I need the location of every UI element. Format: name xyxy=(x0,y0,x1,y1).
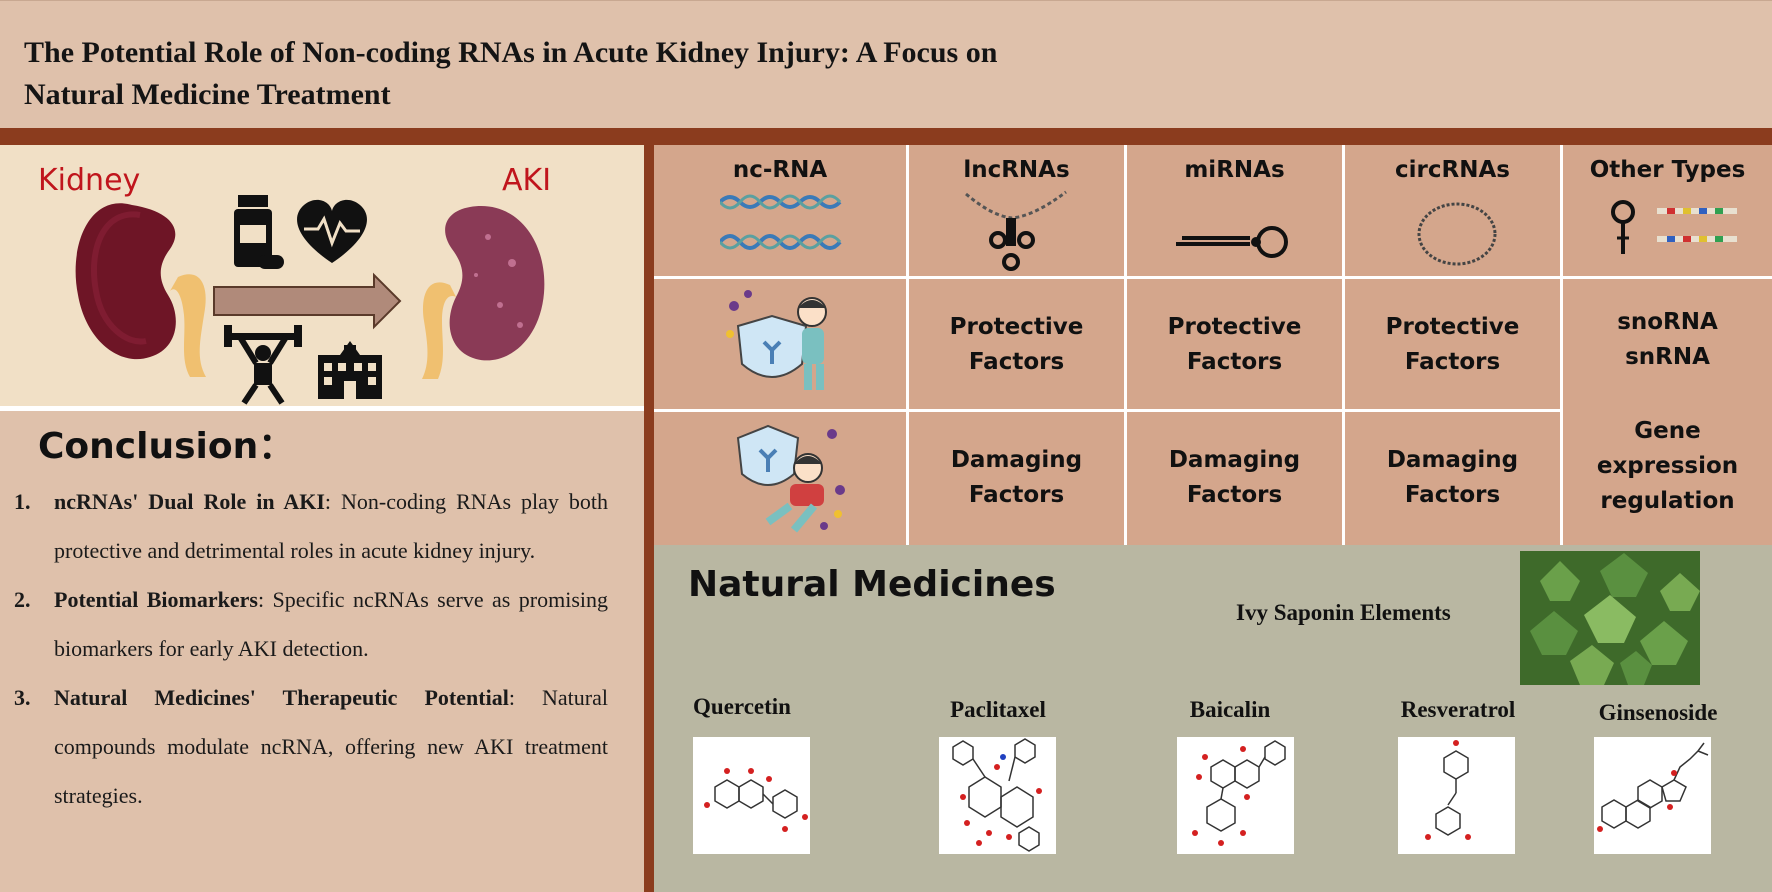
double-helix-icon xyxy=(720,194,842,250)
title-bar xyxy=(0,0,1772,128)
kidney-illustration xyxy=(75,195,545,405)
gene-line-3: regulation xyxy=(1600,488,1735,514)
damaging-line-2: Factors xyxy=(968,482,1065,508)
conclusion-item-rest: : Non-coding RNAs play both protective a… xyxy=(54,489,608,563)
conclusion-item-rest: : Natural compounds modulate ncRNA, offe… xyxy=(54,685,608,808)
conclusion-item: 3. Natural Medicines' Therapeutic Potent… xyxy=(14,673,608,820)
conclusion-item-number: 1. xyxy=(14,489,31,514)
paclitaxel-structure xyxy=(939,737,1056,854)
ivy-leaves-image xyxy=(1520,551,1700,685)
snrna-label: snRNA xyxy=(1625,344,1710,370)
lncrna-structure-icon xyxy=(965,190,1067,271)
grid-line xyxy=(906,145,909,545)
snorna-label: snoRNA xyxy=(1617,309,1718,335)
conclusion-item-rest: : Specific ncRNAs serve as promising bio… xyxy=(54,587,608,661)
damaging-line-2: Factors xyxy=(1404,482,1501,508)
conclusion-item-text: Potential Biomarkers: Specific ncRNAs se… xyxy=(54,575,608,673)
paclitaxel-label: Paclitaxel xyxy=(950,697,1046,722)
conclusion-item-number: 3. xyxy=(14,685,31,710)
damaging-line-1: Damaging xyxy=(1168,447,1301,473)
injured-person-icon xyxy=(736,424,845,533)
circrna-ring-icon xyxy=(1417,202,1497,266)
other-rna-icon xyxy=(1611,200,1737,254)
gene-line-2: expression xyxy=(1596,453,1739,479)
other-types-list: snoRNA snRNA xyxy=(1563,305,1772,375)
conclusion-item-bold: Natural Medicines' Therapeutic Potential xyxy=(54,685,509,710)
resveratrol-structure xyxy=(1398,737,1515,854)
protective-line-1: Protective xyxy=(1167,314,1302,340)
conclusion-item: 2. Potential Biomarkers: Specific ncRNAs… xyxy=(14,575,608,673)
panel-vertical-divider xyxy=(644,145,654,892)
conclusion-item-bold: ncRNAs' Dual Role in AKI xyxy=(54,489,325,514)
ncrna-grid xyxy=(654,145,1772,545)
conclusion-item-text: Natural Medicines' Therapeutic Potential… xyxy=(54,673,608,820)
header-lncrnas: lncRNAs xyxy=(963,157,1070,183)
protective-line-2: Factors xyxy=(1404,349,1501,375)
ginsenoside-structure xyxy=(1594,737,1711,854)
aki-kidney-icon xyxy=(422,206,545,379)
gene-expression-regulation: Gene expression regulation xyxy=(1563,414,1772,519)
title-divider-band xyxy=(0,128,1772,145)
natural-medicines-heading: Natural Medicines xyxy=(688,564,1056,605)
conclusion-item-number: 2. xyxy=(14,587,31,612)
gene-line-1: Gene xyxy=(1634,418,1701,444)
grid-line xyxy=(654,409,1560,412)
conclusion-list: 1. ncRNAs' Dual Role in AKI: Non-coding … xyxy=(14,477,608,820)
header-mirnas: miRNAs xyxy=(1184,157,1285,183)
protective-line-1: Protective xyxy=(949,314,1084,340)
grid-line xyxy=(1342,145,1345,545)
title-line-1: The Potential Role of Non-coding RNAs in… xyxy=(24,36,998,69)
kidney-label: Kidney xyxy=(38,163,141,198)
conclusion-item: 1. ncRNAs' Dual Role in AKI: Non-coding … xyxy=(14,477,608,575)
conclusion-panel: Conclusion： 1. ncRNAs' Dual Role in AKI:… xyxy=(0,411,644,892)
ginsenoside-label: Ginsenoside xyxy=(1598,700,1718,725)
left-panel-divider xyxy=(0,406,644,409)
mirna-hairpin-icon xyxy=(1176,226,1288,258)
pill-bottle-icon xyxy=(234,195,284,269)
healthy-kidney-icon xyxy=(75,203,206,377)
quercetin-structure xyxy=(693,737,810,854)
conclusion-item-bold: Potential Biomarkers xyxy=(54,587,258,612)
header-circrnas: circRNAs xyxy=(1395,157,1510,183)
baicalin-structure xyxy=(1177,737,1294,854)
header-ncrna: nc-RNA xyxy=(732,157,828,183)
grid-line xyxy=(654,276,1772,279)
protective-line-2: Factors xyxy=(1186,349,1283,375)
hospital-icon xyxy=(318,341,382,399)
protective-line-1: Protective xyxy=(1385,314,1520,340)
kidney-panel: Kidney AKI xyxy=(0,145,644,408)
damaging-line-2: Factors xyxy=(1186,482,1283,508)
ivy-saponin-label: Ivy Saponin Elements xyxy=(1236,600,1451,625)
damaging-line-1: Damaging xyxy=(1386,447,1519,473)
header-other-types: Other Types xyxy=(1589,157,1746,183)
heart-rate-icon xyxy=(297,199,367,263)
aki-label: AKI xyxy=(502,163,552,198)
grid-line xyxy=(1560,145,1563,545)
baicalin-label: Baicalin xyxy=(1189,697,1271,722)
protective-line-2: Factors xyxy=(968,349,1065,375)
damaging-line-1: Damaging xyxy=(950,447,1083,473)
conclusion-item-text: ncRNAs' Dual Role in AKI: Non-coding RNA… xyxy=(54,477,608,575)
protected-person-icon xyxy=(726,290,827,390)
quercetin-label: Quercetin xyxy=(693,694,791,719)
exercise-icon xyxy=(224,325,302,405)
progression-arrow xyxy=(213,272,402,330)
page-title: The Potential Role of Non-coding RNAs in… xyxy=(24,32,1324,116)
resveratrol-label: Resveratrol xyxy=(1400,697,1516,722)
grid-line xyxy=(1124,145,1127,545)
conclusion-heading: Conclusion： xyxy=(38,426,295,467)
title-line-2: Natural Medicine Treatment xyxy=(24,78,391,111)
